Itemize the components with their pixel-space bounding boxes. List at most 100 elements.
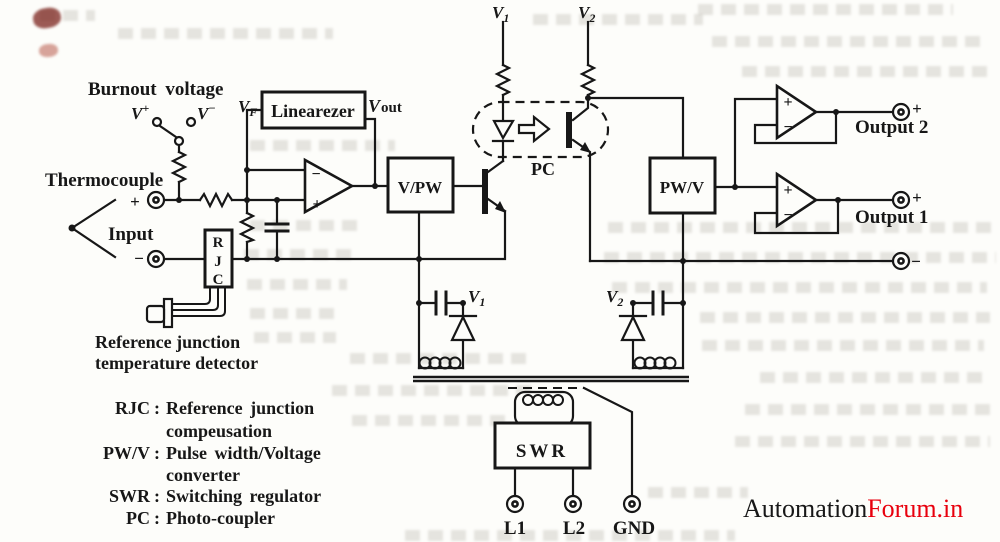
bleed-through-text: [760, 372, 985, 383]
opamp-minus-sign: −: [783, 119, 792, 136]
v1-rail-label: V1: [468, 287, 485, 309]
common-terminal: [891, 251, 911, 271]
vf-label: VF: [238, 97, 257, 119]
linearizer-block: Linearezer: [260, 90, 367, 130]
legend-separator: :: [154, 508, 160, 528]
v-minus-label: V−: [197, 101, 216, 123]
pc-label: PC: [531, 159, 555, 179]
input-minus-sign: −: [134, 249, 144, 268]
bleed-through-text: [612, 282, 987, 293]
opamp-minus-sign: −: [311, 166, 320, 183]
opamp-plus-sign: +: [312, 196, 321, 213]
bleed-through-text: [700, 312, 990, 323]
output1-buffer-opamp: + −: [775, 171, 819, 229]
bleed-through-text: [648, 487, 748, 498]
input-filter-capacitor: [264, 222, 290, 233]
bleed-through-text: [250, 140, 395, 151]
linearizer-label: Linearezer: [271, 101, 355, 121]
legend-abbr: RJC: [115, 398, 150, 418]
bleed-through-text: [244, 249, 352, 260]
photo-coupler-led: [491, 119, 515, 143]
rjc-block: R J C: [203, 228, 234, 289]
legend-text: Switching regulator: [166, 486, 321, 506]
l1-label: L1: [504, 518, 526, 539]
legend-abbr: SWR: [109, 486, 151, 506]
junction-dots: [68, 95, 841, 306]
v2-supply-label: V2: [578, 3, 595, 25]
vout-label: Vout: [368, 96, 402, 116]
legend-text: Reference junction: [166, 398, 314, 418]
reference-junction-probe: [145, 287, 226, 329]
photo-transistor: [566, 112, 591, 153]
output2-plus-sign: +: [912, 99, 922, 118]
output1-plus-sign: +: [912, 188, 922, 207]
bleed-through-text: [118, 28, 333, 39]
gnd-terminal: [622, 494, 642, 514]
v1-resistor: [494, 63, 512, 97]
v2-rail-label: V2: [606, 287, 623, 309]
input-plus-sign: +: [130, 192, 140, 211]
bleed-through-text: [533, 14, 703, 25]
common-minus-sign: −: [911, 252, 921, 271]
bleed-through-text: [332, 385, 537, 396]
transformer-primary-winding: [513, 390, 575, 428]
v1-capacitor: [434, 290, 448, 316]
v1-supply-label: V1: [492, 3, 509, 25]
swr-label: SWR: [516, 441, 568, 462]
legend-separator: :: [154, 443, 160, 463]
bleed-through-text: [247, 279, 347, 290]
photo-coupler-boundary: [471, 100, 610, 159]
gnd-label: GND: [613, 518, 655, 539]
led-drive-transistor: [482, 169, 506, 214]
v2-capacitor: [651, 290, 665, 316]
v-pw-converter-block: V/PW: [386, 156, 455, 214]
bleed-through-text: [702, 340, 984, 351]
watermark: AutomationForum.in: [743, 494, 963, 523]
legend-abbr: PC: [126, 508, 150, 528]
v1-secondary-winding: [418, 356, 462, 370]
legend-separator: :: [154, 486, 160, 506]
transformer-core: [413, 375, 689, 389]
legend-text: Pulse width/Voltage: [166, 443, 321, 463]
light-arrow-icon: [517, 114, 551, 144]
v1-rectifier-diode: [448, 314, 478, 342]
v2-secondary-winding: [633, 356, 677, 370]
v-plus-label: V+: [131, 101, 149, 123]
legend: RJC : Reference junction compeusation PW…: [103, 398, 321, 528]
bleed-through-text: [712, 36, 982, 47]
series-resistor: [198, 191, 234, 209]
bleed-through-text: [40, 10, 95, 21]
thermocouple-label: Thermocouple: [45, 170, 163, 191]
bleed-through-text: [698, 4, 953, 15]
opamp-plus-sign: +: [783, 94, 792, 111]
ref-detector-label-line2: temperature detector: [95, 353, 258, 373]
bleed-through-text: [350, 353, 530, 364]
v-pw-label: V/PW: [398, 178, 442, 197]
legend-text: converter: [166, 465, 240, 485]
bleed-through-text: [608, 222, 993, 233]
ref-detector-label-line1: Reference junction: [95, 332, 240, 352]
input-opamp: − +: [303, 157, 355, 215]
input-plus-terminal: [146, 190, 166, 210]
burnout-switch: [151, 116, 197, 147]
opamp-plus-sign: +: [783, 182, 792, 199]
input-minus-terminal: [146, 249, 166, 269]
rjc-letter-r: R: [213, 235, 224, 251]
legend-separator: :: [154, 398, 160, 418]
opamp-minus-sign: −: [783, 207, 792, 224]
l2-terminal: [563, 494, 583, 514]
output2-terminal: [891, 102, 911, 122]
rjc-letter-c: C: [213, 272, 224, 288]
swr-block: SWR: [493, 421, 592, 470]
pw-v-converter-block: PW/V: [648, 156, 717, 215]
input-label: Input: [108, 224, 154, 245]
output2-buffer-opamp: + −: [775, 83, 819, 141]
l2-label: L2: [563, 518, 585, 539]
pw-v-label: PW/V: [660, 178, 705, 197]
burnout-resistor: [170, 150, 188, 184]
v2-rectifier-diode: [618, 314, 648, 342]
v2-resistor: [579, 63, 597, 97]
bleed-through-text: [745, 404, 990, 415]
